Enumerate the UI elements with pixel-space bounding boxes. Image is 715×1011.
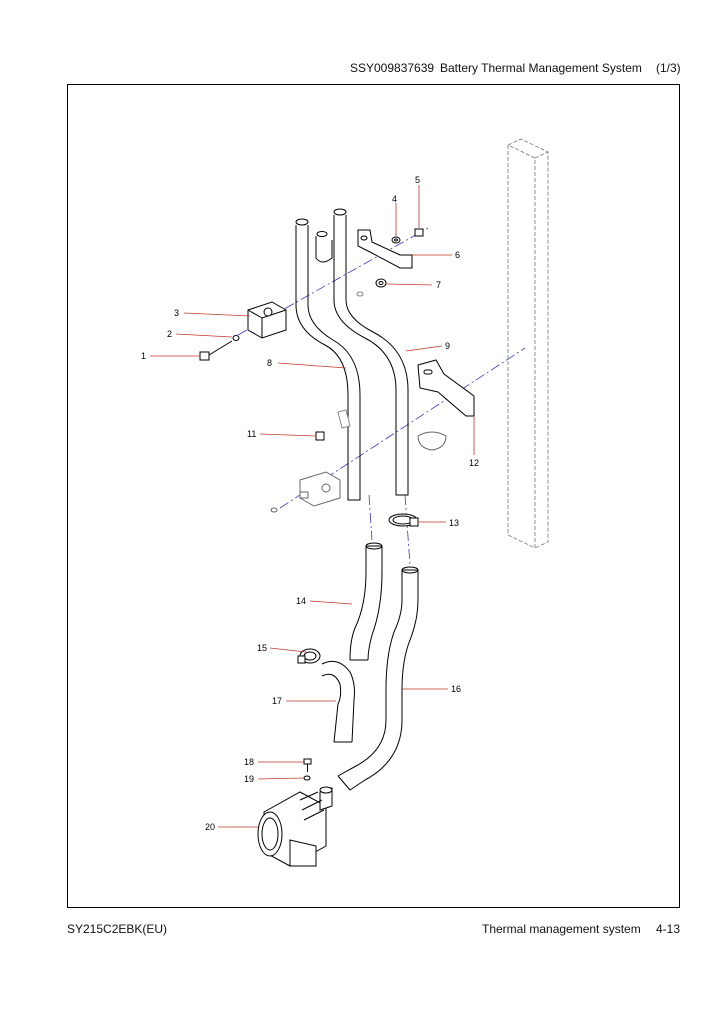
footer-section: Thermal management system [482,922,641,936]
callout-14: 14 [296,596,306,606]
lower-clamp-hardware [270,409,447,513]
bolt-1 [199,340,233,361]
washer-19 [303,775,311,781]
callout-numbers: 1 2 3 4 5 6 7 8 9 11 12 13 14 15 16 17 1… [141,175,479,832]
drawing-frame [67,84,680,908]
callout-19: 19 [244,774,254,784]
callout-8: 8 [267,358,272,368]
callout-leaders [150,185,475,828]
hose-16 [337,566,419,791]
callout-2: 2 [167,329,172,339]
callout-16: 16 [451,684,461,694]
callout-9: 9 [445,341,450,351]
callout-1: 1 [141,351,146,361]
bracket-6 [357,229,413,269]
callout-20: 20 [205,822,215,832]
footer-page-number: 4-13 [656,922,681,936]
hose-17 [321,660,355,743]
callout-15: 15 [257,643,267,653]
callout-7: 7 [436,280,441,290]
hose-clamp-13 [388,513,419,527]
header-doc-code: SSY009837639 [350,61,435,75]
pipe-connector [315,231,333,263]
nut-5 [414,228,424,237]
callout-3: 3 [174,308,179,318]
header-title: Battery Thermal Management System [440,61,642,75]
callout-12: 12 [469,458,479,468]
hose-14 [349,542,383,661]
clamp-block-3 [247,301,287,339]
washer-7 [356,278,387,297]
washer-2 [232,335,240,341]
callout-4: 4 [392,194,397,204]
water-pump-20 [257,786,333,867]
callout-11: 11 [247,429,256,439]
callout-6: 6 [455,250,460,260]
hose-clamp-15 [297,648,321,664]
pipe-8 [295,218,361,501]
frame-rail [507,138,549,549]
header-page-of: (1/3) [656,61,681,75]
callout-5: 5 [415,175,420,185]
callout-18: 18 [244,757,254,767]
callout-13: 13 [449,518,459,528]
callout-17: 17 [272,696,282,706]
bracket-12 [417,359,475,417]
bolt-18 [303,758,312,772]
pipe-9 [333,208,409,496]
washer-4 [391,236,401,244]
footer-model: SY215C2EBK(EU) [67,922,168,936]
